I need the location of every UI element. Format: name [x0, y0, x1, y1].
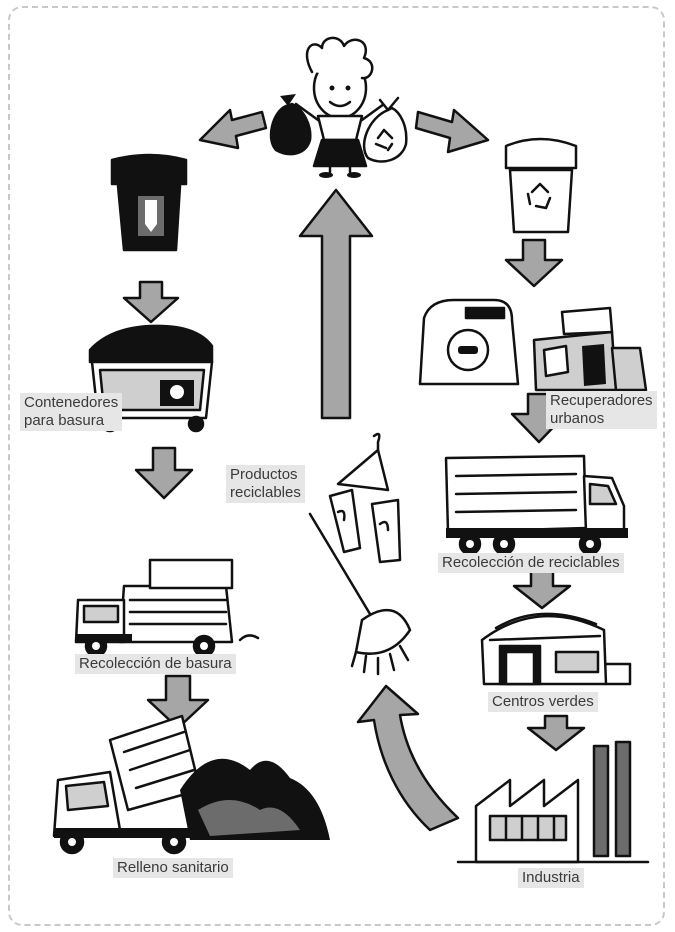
urban-recyclers-illustration — [420, 300, 646, 390]
label-industria: Industria — [518, 868, 584, 888]
label-recoleccion-reciclables: Recolección de reciclables — [438, 553, 624, 573]
industry-factory-illustration — [458, 742, 648, 862]
label-recuperadores: Recuperadores urbanos — [546, 391, 657, 429]
recyclable-products-illustration — [310, 434, 410, 674]
arrow-down-4 — [506, 240, 562, 286]
woman-with-bags-illustration — [271, 38, 406, 178]
label-productos-reciclables: Productos reciclables — [226, 465, 305, 503]
arrow-down-7 — [528, 716, 584, 750]
label-centros-verdes: Centros verdes — [488, 692, 598, 712]
arrow-up-long — [300, 190, 372, 418]
arrow-down-6 — [514, 570, 570, 608]
arrow-to-recycling-bin — [416, 110, 488, 152]
arrow-curved-return — [358, 686, 458, 830]
arrow-down-2 — [136, 448, 192, 498]
trash-bin-illustration — [112, 155, 186, 250]
arrow-to-trash-bin — [200, 110, 266, 148]
arrow-down-1 — [124, 282, 178, 322]
label-recoleccion-basura: Recolección de basura — [75, 654, 236, 674]
label-relleno-sanitario: Relleno sanitario — [113, 858, 233, 878]
label-contenedores: Contenedores para basura — [20, 393, 122, 431]
green-center-building-illustration — [482, 614, 630, 684]
recycling-bin-illustration — [506, 139, 576, 232]
landfill-dump-truck-illustration — [54, 716, 330, 853]
garbage-truck-illustration — [76, 560, 258, 656]
recycling-truck-illustration — [446, 456, 628, 554]
